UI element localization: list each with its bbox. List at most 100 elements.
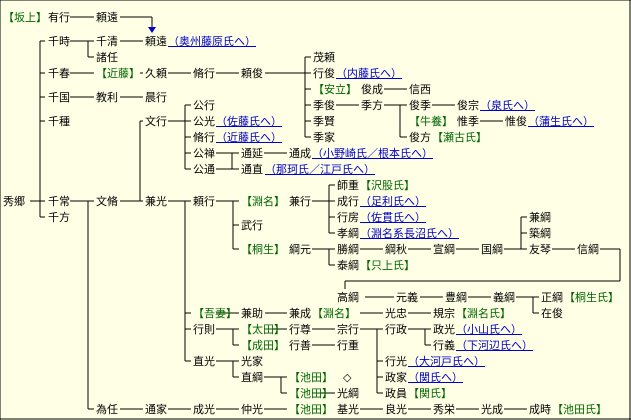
person-name: 秀郷 [3, 195, 25, 208]
person-name: 季方 [361, 99, 383, 112]
link-sanuki[interactable]: （佐貫氏へ） [360, 211, 426, 224]
person-name: 基光 [337, 403, 359, 416]
person-name: 政員 [385, 387, 407, 400]
branch-tag: 【安立】 [313, 83, 357, 96]
branch-tag: 【関氏】 [408, 387, 452, 400]
person-name: 泰綱 [337, 259, 359, 272]
person-name: 信西 [409, 83, 431, 96]
link-seki1[interactable]: （関氏へ） [408, 371, 463, 384]
person-name: 千清 [96, 35, 118, 48]
link-izumi[interactable]: （泉氏へ） [480, 99, 535, 112]
person-name: 千時 [48, 35, 70, 48]
person-name: 兼助 [241, 307, 263, 320]
person-name: 兼成 [289, 307, 311, 320]
person-name: 規宗 [433, 307, 455, 320]
branch-tag: 【成田】 [241, 339, 285, 352]
person-name: 公光 [193, 115, 215, 128]
person-name: 通延 [241, 147, 263, 160]
person-name: 通直 [241, 163, 263, 176]
person-name: 頼遠 [145, 35, 167, 48]
link-fuchina-naganuma[interactable]: （淵名系長沼氏へ） [360, 227, 459, 240]
person-name: 元義 [396, 291, 418, 304]
person-name: 公禅 [193, 147, 215, 160]
person-name: 脩行 [193, 67, 215, 80]
person-name: 行俊 [313, 67, 335, 80]
person-name: 仲光 [241, 403, 263, 416]
branch-tag: 【池田】 [289, 371, 333, 384]
person-name: 直綱 [241, 371, 263, 384]
person-name: 築綱 [529, 227, 551, 240]
person-name: 高綱 [337, 291, 359, 304]
person-name: 兼光 [145, 195, 167, 208]
person-name: 諸任 [96, 51, 118, 64]
link-onozaki[interactable]: （小野崎氏／根本氏へ） [312, 147, 433, 160]
person-name: 俊方 [409, 131, 431, 144]
person-name: 千種 [48, 115, 70, 128]
person-name: 頼遠 [96, 11, 118, 24]
link-oyama[interactable]: （小山氏へ） [456, 323, 522, 336]
person-name: 行政 [385, 323, 407, 336]
person-name: 国綱 [481, 243, 503, 256]
person-name: 季賢 [313, 115, 335, 128]
symbol-diamond: ◇ [343, 371, 352, 384]
person-name: 行義 [433, 339, 455, 352]
branch-tag: 【淵名氏】 [456, 307, 511, 320]
branch-tag: 【淵名】 [312, 307, 356, 320]
person-name: 惟季 [457, 115, 479, 128]
person-name: 俊宗 [457, 99, 479, 112]
link-shimokobe[interactable]: （下河辺氏へ） [456, 339, 533, 352]
person-name: 武行 [241, 219, 263, 232]
branch-tag: 【吾妻】 [193, 307, 237, 320]
branch-tag: 【池田氏】 [552, 403, 607, 416]
person-name: 行重 [337, 339, 359, 352]
person-name: 通家 [145, 403, 167, 416]
person-name: 良光 [385, 403, 407, 416]
link-nasu[interactable]: （那珂氏／江戸氏へ） [265, 163, 375, 176]
person-name: 通成 [289, 147, 311, 160]
person-name: 惟俊 [505, 115, 527, 128]
person-name: 頼俊 [241, 67, 263, 80]
person-name: 宗行 [337, 323, 359, 336]
person-name: 兼行 [289, 195, 311, 208]
person-name: 政光 [433, 323, 455, 336]
person-name: 千常 [48, 195, 70, 208]
person-name: 正綱 [541, 291, 563, 304]
branch-tag: 【淵名】 [241, 195, 285, 208]
branch-tag: 【坂上】 [3, 11, 47, 24]
branch-tag: 【池田】 [289, 403, 333, 416]
person-name: 行善 [289, 339, 311, 352]
person-name: 成行 [337, 195, 359, 208]
link-ashikaga[interactable]: （足利氏へ） [360, 195, 426, 208]
branch-tag: 【沢股氏】 [360, 179, 415, 192]
branch-tag: 【桐生】 [241, 243, 285, 256]
person-name: 行尊 [289, 323, 311, 336]
branch-tag: 【太田】 [241, 323, 285, 336]
person-name: 綱元 [289, 243, 311, 256]
person-name: 千国 [48, 91, 70, 104]
person-name: 信綱 [577, 243, 599, 256]
person-name: 行則 [193, 323, 215, 336]
person-name: 直光 [193, 355, 215, 368]
link-sato[interactable]: （佐藤氏へ） [216, 115, 282, 128]
person-name: 宣綱 [433, 243, 455, 256]
person-name: 義綱 [493, 291, 515, 304]
person-name: 教利 [96, 91, 118, 104]
person-name: 公通 [193, 163, 215, 176]
branch-tag: 【池田】 [289, 387, 333, 400]
person-name: 千春 [48, 67, 70, 80]
person-name: 政家 [385, 371, 407, 384]
link-naito[interactable]: （内藤氏へ） [336, 67, 402, 80]
person-name: 茂頼 [313, 51, 335, 64]
link-kondo[interactable]: （近藤氏へ） [216, 131, 282, 144]
person-name: 綱秋 [385, 243, 407, 256]
arrow-down-icon [148, 27, 156, 33]
link-okawado[interactable]: （大河戸氏へ） [408, 355, 485, 368]
person-name: 文脩 [96, 195, 118, 208]
link-gamo[interactable]: （蒲生氏へ） [528, 115, 594, 128]
person-name: 友琴 [529, 243, 551, 256]
person-name: 為任 [96, 403, 118, 416]
link-oshu-fujiwara[interactable]: （奥州藤原氏へ） [168, 35, 256, 48]
person-name: 成時 [529, 403, 551, 416]
branch-tag: 【牛養】 [409, 115, 453, 128]
